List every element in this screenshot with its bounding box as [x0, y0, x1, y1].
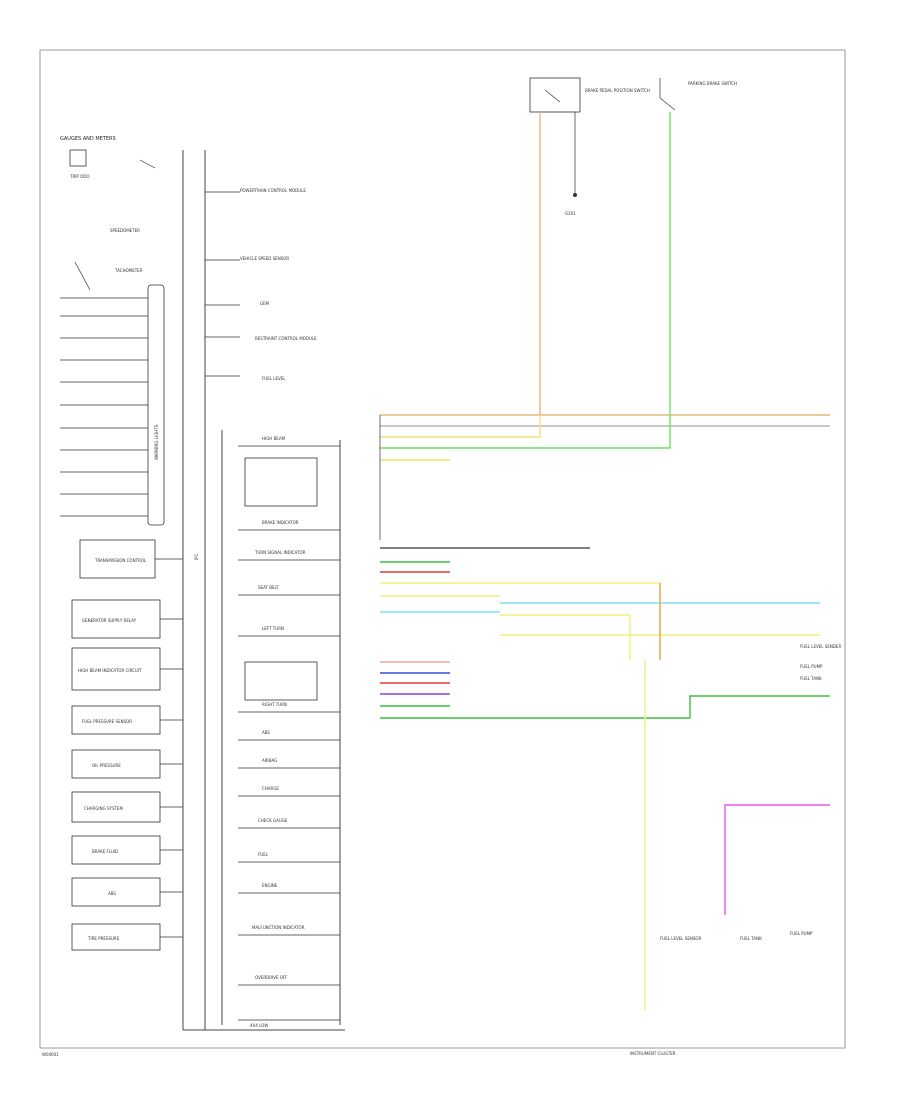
left-module-4: FUEL PRESSURE SENSOR — [82, 719, 132, 724]
tachometer-label: TACHOMETER — [114, 268, 143, 273]
turn-group-box — [244, 661, 318, 701]
ground-label: G201 — [565, 211, 576, 216]
wire-brn-yel-3 — [380, 415, 541, 438]
center-modules: POWERTRAIN CONTROL MODULE VEHICLE SPEED … — [205, 188, 317, 381]
indicator-2: TURN SIGNAL INDICATOR — [254, 550, 306, 555]
left-module-9: TIRE PRESSURE — [87, 936, 120, 941]
tach-switch — [74, 261, 91, 291]
center-module-1: POWERTRAIN CONTROL MODULE — [240, 188, 306, 193]
wire-pnk-23 — [724, 804, 830, 915]
fuel-pump-bottom-label: FUEL PUMP — [790, 931, 813, 936]
left-module-leads — [155, 558, 183, 938]
gauges-header: GAUGES AND METERS — [60, 136, 116, 142]
trip-switch-contact — [139, 159, 156, 169]
parking-switch-label: PARKING BRAKE SWITCH — [688, 81, 737, 86]
footer-code: W04001 — [42, 1052, 59, 1057]
left-module-2: GENERATOR SUPPLY RELAY — [82, 618, 137, 623]
fuel-pump-label: FUEL PUMP — [800, 664, 823, 669]
wire-layer — [380, 112, 830, 1010]
gauge-driver-block — [147, 284, 165, 526]
trip-odo-label: TRIP ODO — [69, 174, 89, 179]
left-module-box-5 — [71, 749, 161, 779]
indicator-13: OVERDRIVE OFF — [255, 975, 288, 980]
indicator-12: MALFUNCTION INDICATOR — [252, 925, 305, 930]
indicator-7: AIRBAG — [262, 758, 277, 763]
left-modules: TRANSMISSION CONTROL GENERATOR SUPPLY RE… — [71, 539, 161, 951]
left-module-box-8 — [71, 877, 161, 907]
indicator-6: ABS — [262, 730, 270, 735]
center-module-4: RESTRAINT CONTROL MODULE — [255, 336, 317, 341]
trip-odo-button[interactable] — [69, 149, 87, 167]
left-module-box-1 — [79, 539, 156, 579]
center-module-5: FUEL LEVEL — [262, 376, 286, 381]
fuel-sender-label: FUEL LEVEL SENDER — [800, 644, 841, 649]
left-module-box-7 — [71, 835, 161, 865]
indicator-0: HIGH BEAM — [262, 436, 286, 441]
brake-switch-label: BRAKE PEDAL POSITION SWITCH — [585, 88, 650, 93]
left-module-box-3 — [71, 647, 161, 691]
center-module-3: GEM — [260, 301, 270, 306]
wire-yel-blk-9 — [380, 582, 661, 660]
gauges-vertical-label: WARNING LIGHTS — [154, 424, 159, 460]
gauge-input-lines — [60, 297, 148, 517]
center-module-2: VEHICLE SPEED SENSOR — [240, 256, 289, 261]
indicator-3: SEAT BELT — [258, 585, 279, 590]
bus-label: IPC — [194, 553, 199, 560]
left-module-5: OIL PRESSURE — [92, 763, 121, 768]
brake-switch-contact — [544, 89, 561, 103]
fuel-sensor-label: FUEL LEVEL SENSOR — [660, 936, 702, 941]
indicator-column — [244, 440, 341, 1025]
left-module-box-4 — [71, 705, 161, 735]
wire-grn-20 — [380, 695, 830, 719]
indicator-group-box — [244, 457, 318, 507]
indicator-8: CHARGE — [262, 786, 279, 791]
wire-yel-blk-13 — [500, 614, 631, 660]
left-module-8: ABS — [108, 891, 116, 896]
left-module-7: BRAKE FLUID — [92, 849, 118, 854]
indicator-rows: HIGH BEAM BRAKE INDICATOR TURN SIGNAL IN… — [238, 436, 340, 1028]
left-module-1: TRANSMISSION CONTROL — [94, 558, 147, 563]
indicator-1: BRAKE INDICATOR — [262, 520, 299, 525]
indicator-11: ENGINE — [262, 883, 278, 888]
left-module-box-6 — [71, 791, 161, 823]
left-module-6: CHARGING SYSTEM — [84, 806, 123, 811]
fuel-tank-label: FUEL TANK — [800, 676, 822, 681]
indicator-4: LEFT TURN — [262, 626, 284, 631]
parking-switch-contact — [659, 97, 676, 111]
diagram-frame — [39, 49, 846, 1049]
fuel-tank-bottom-label: FUEL TANK — [740, 936, 762, 941]
indicator-14: 4X4 LOW — [250, 1023, 268, 1028]
bottom-caption: INSTRUMENT CLUSTER — [630, 1051, 676, 1056]
left-module-box-9 — [71, 923, 161, 951]
indicator-10: FUEL — [258, 852, 269, 857]
left-module-3: HIGH BEAM INDICATOR CIRCUIT — [78, 668, 142, 673]
speedometer-label: SPEEDOMETER — [110, 228, 140, 233]
indicator-9: CHECK GAUGE — [258, 818, 288, 823]
wire-lt-grn-4 — [380, 112, 671, 449]
brake-switch-box — [529, 77, 581, 113]
indicator-5: RIGHT TURN — [262, 702, 287, 707]
ground-point — [573, 193, 577, 197]
